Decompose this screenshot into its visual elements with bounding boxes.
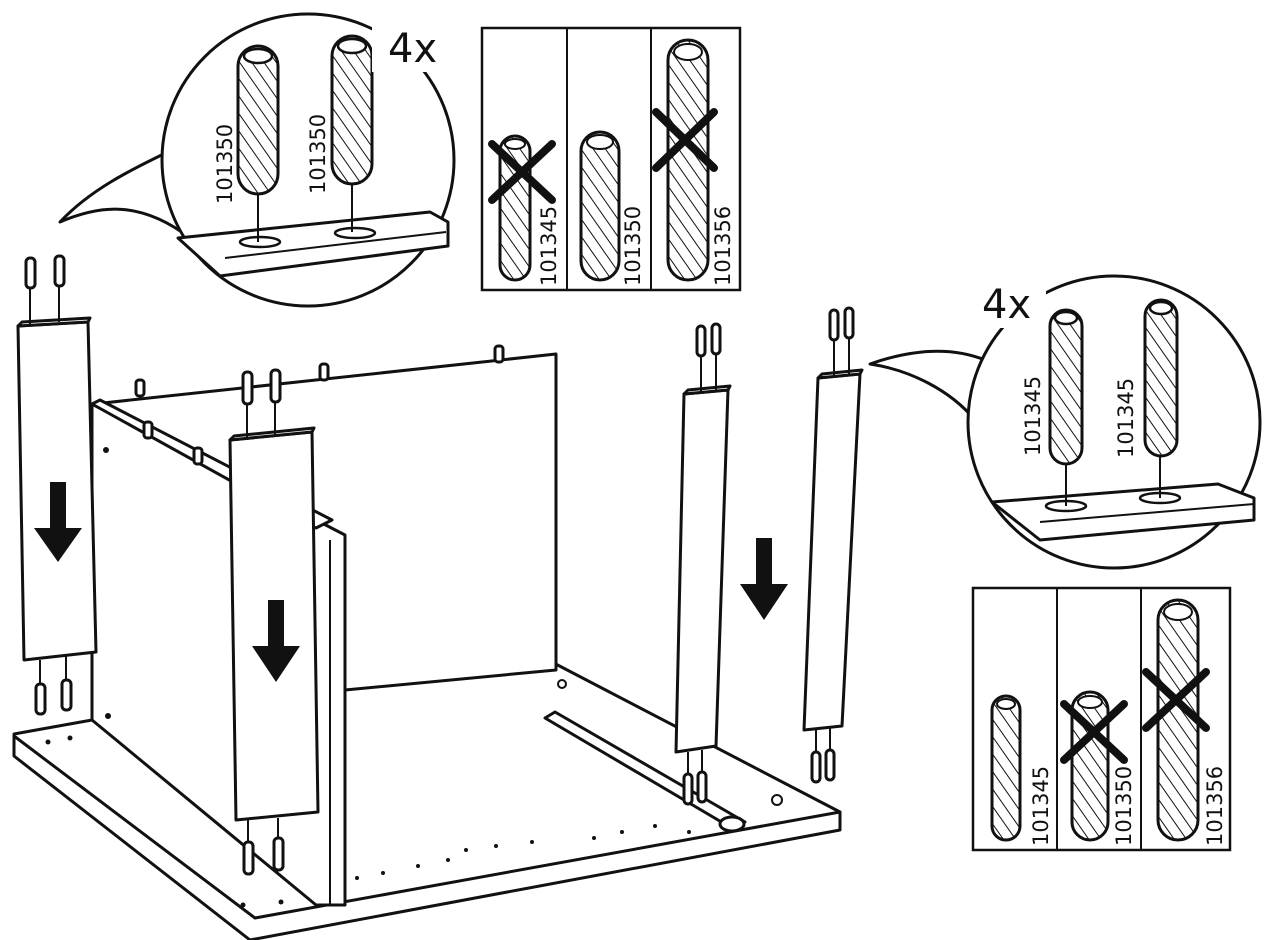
- bottom-holes: [45, 735, 691, 908]
- dowel-code: 101350: [1112, 766, 1136, 846]
- dowel-guide-upper: 101345 101350 101356: [480, 26, 742, 292]
- rail-left-front: [16, 254, 98, 716]
- dowel-option-101356: 101356: [652, 38, 735, 286]
- dowel-code: 101350: [306, 114, 330, 194]
- dowel-option-101356: 101356: [1142, 598, 1227, 846]
- quantity-label: 4x: [982, 282, 1031, 328]
- bottom-panel-front-edge: [12, 734, 842, 940]
- quantity-label: 4x: [388, 26, 437, 72]
- dowel-code: 101350: [213, 124, 237, 204]
- wrong-cross-icon: [1142, 668, 1210, 732]
- dowel-option-101345: 101345: [990, 694, 1053, 846]
- dowel-code: 101345: [537, 206, 561, 286]
- wrong-cross-icon: [652, 108, 718, 172]
- dowel-guide-lower: 101345 101350 101356: [971, 586, 1232, 852]
- callout-right: 4x 101345 101345: [868, 274, 1262, 570]
- dowel-code: 101345: [1021, 376, 1045, 456]
- dowel-option-101350: 101350: [579, 130, 645, 286]
- cabinet-body: [12, 344, 842, 940]
- down-arrow: [252, 600, 300, 682]
- dowel-option-101350: 101350: [1060, 690, 1136, 846]
- dowel-option-101345: 101345: [488, 134, 561, 286]
- dowel-code: 101345: [1114, 378, 1138, 458]
- dowel-code: 101356: [711, 206, 735, 286]
- rail-left-rear: [228, 368, 320, 876]
- wrong-cross-icon: [488, 140, 556, 204]
- down-arrow: [34, 482, 82, 562]
- rail-right-rear: [802, 306, 864, 784]
- panel-top-dowels: [134, 344, 505, 466]
- dowel-code: 101350: [621, 206, 645, 286]
- rail-right-front: [674, 322, 732, 806]
- runner-screw: [718, 815, 746, 833]
- dowel-code: 101345: [1029, 766, 1053, 846]
- dowel-code: 101356: [1203, 766, 1227, 846]
- down-arrow: [740, 538, 788, 620]
- wrong-cross-icon: [1060, 700, 1128, 764]
- callout-upper: 4x 101350 101350: [58, 12, 456, 308]
